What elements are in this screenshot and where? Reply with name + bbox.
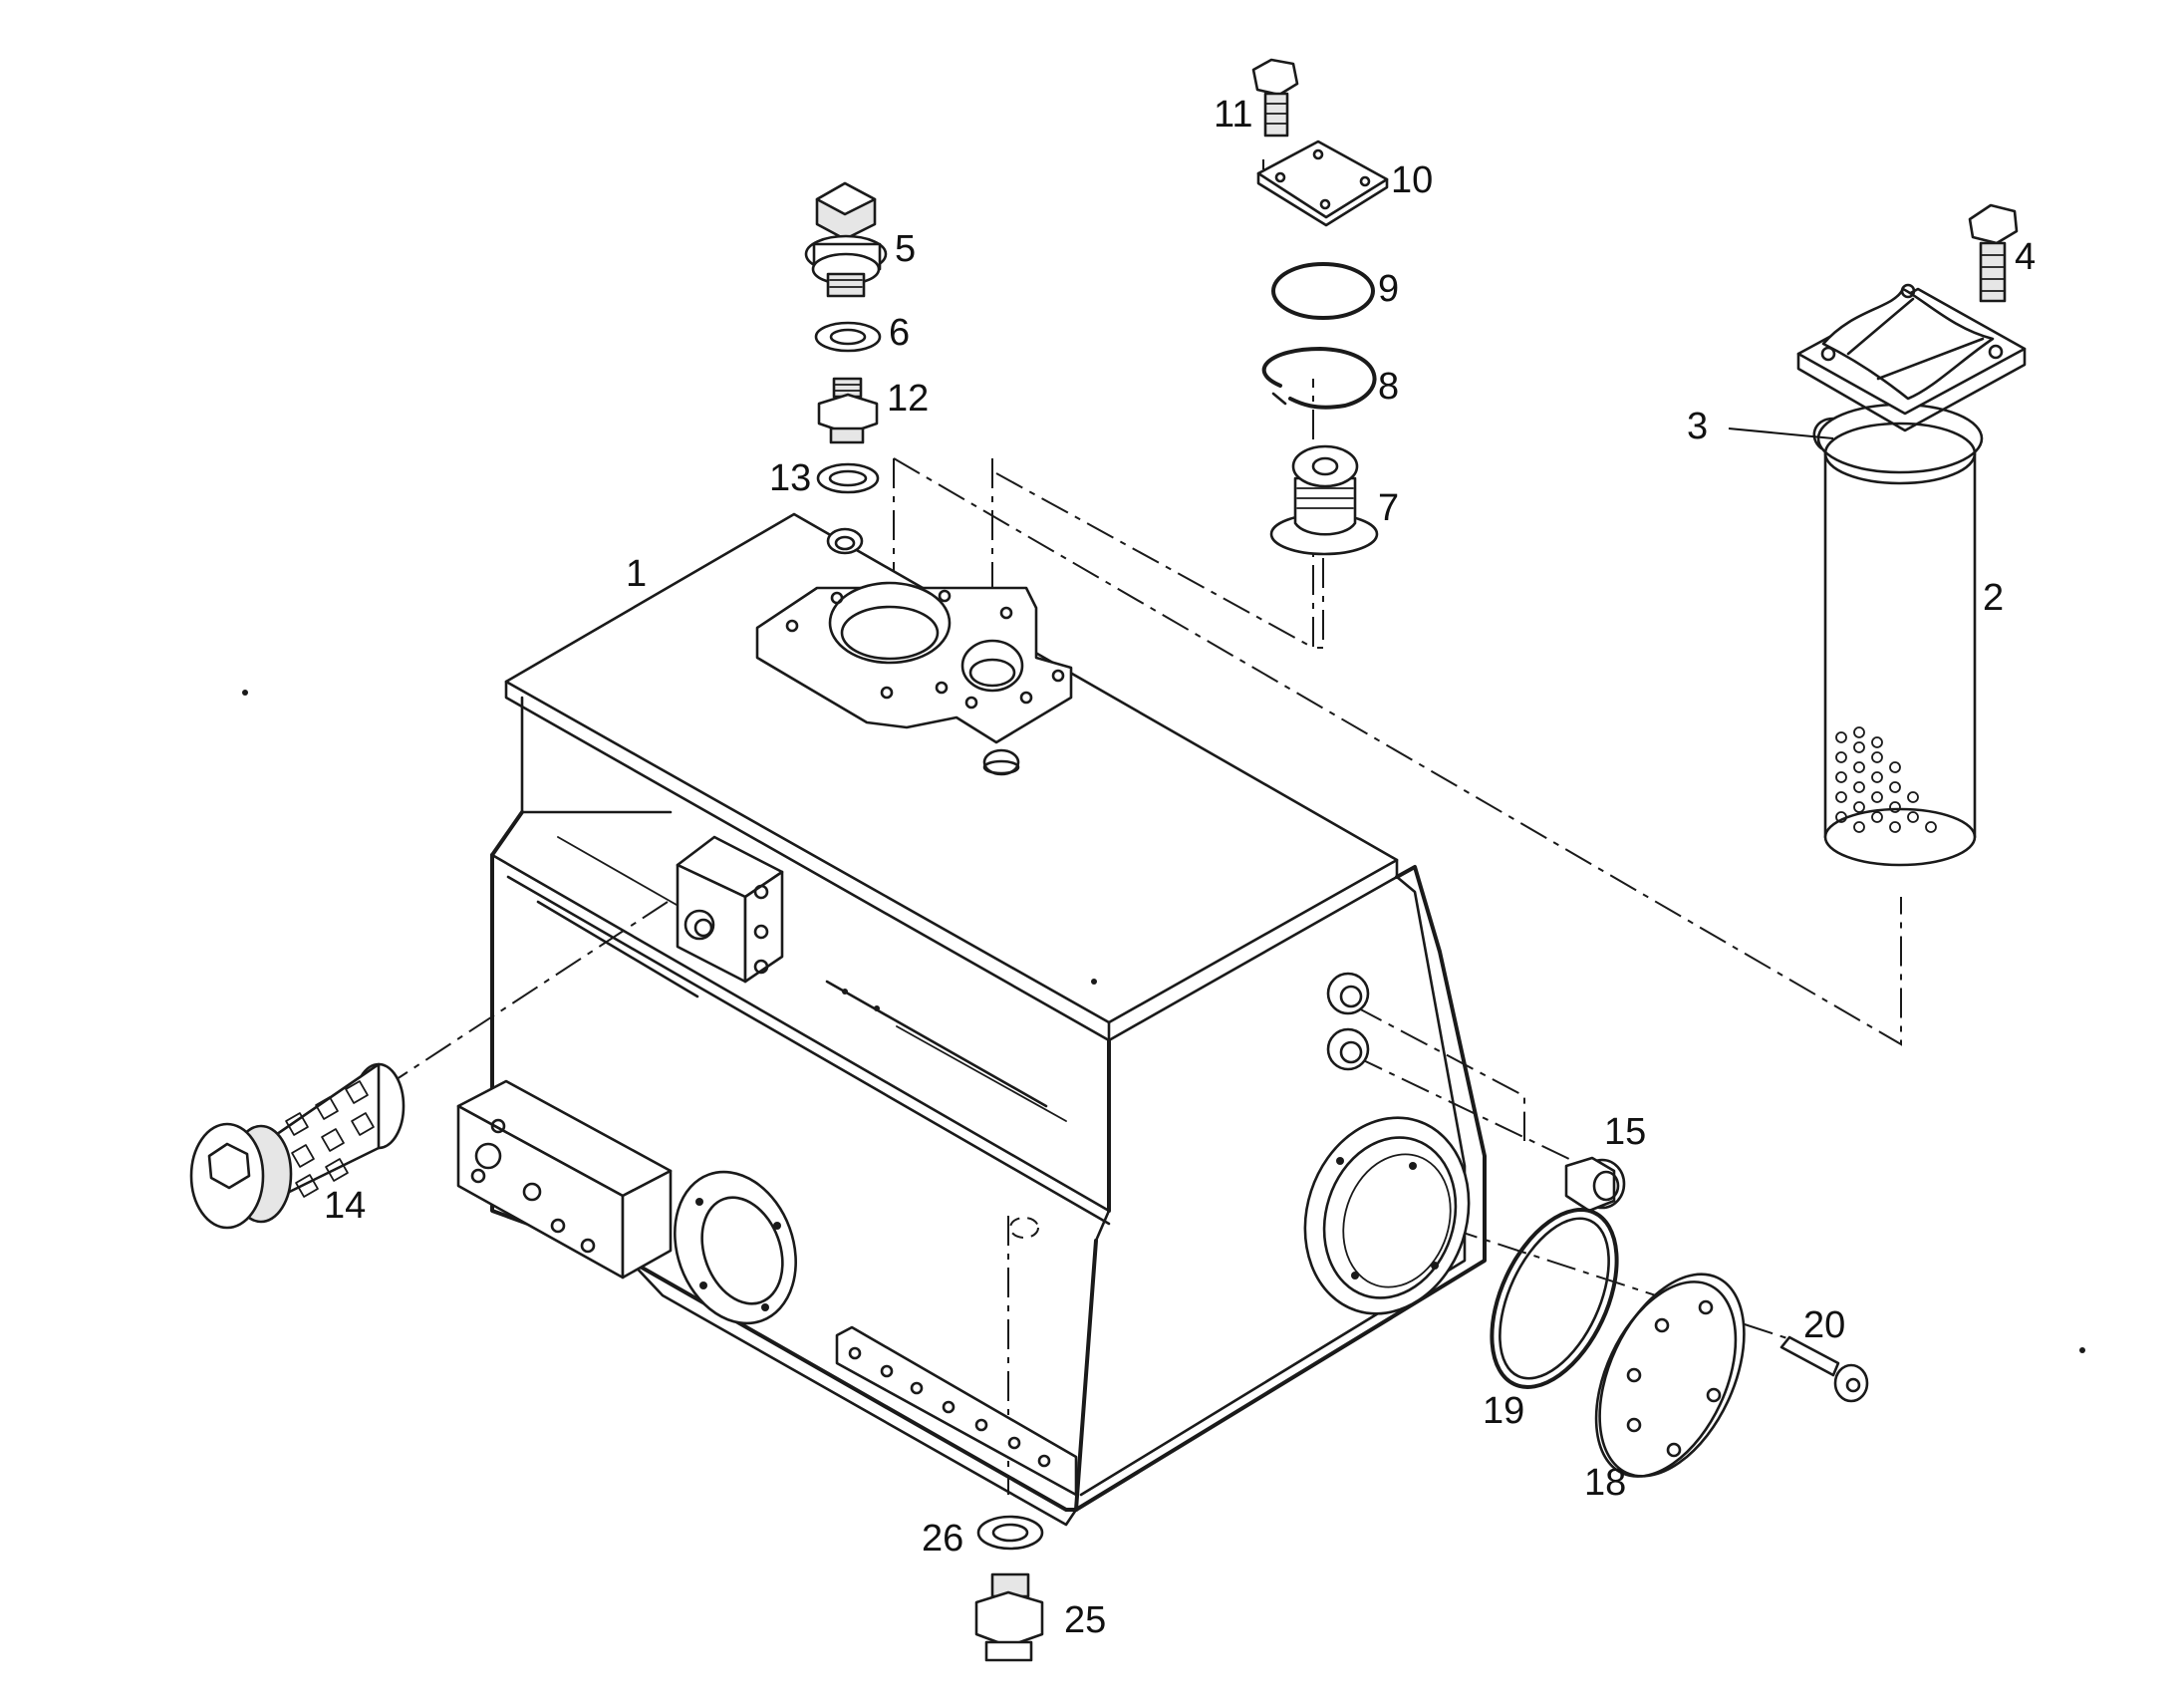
suction-strainer [189, 1062, 406, 1230]
label-part-14: 14 [324, 1185, 366, 1227]
plug-15 [1564, 1156, 1626, 1213]
label-part-1: 1 [626, 553, 647, 595]
filter-element [1796, 203, 2027, 867]
label-part-2: 2 [1983, 577, 2004, 619]
valve-stack [1251, 58, 1389, 649]
label-part-19: 19 [1483, 1390, 1524, 1432]
label-part-12: 12 [887, 378, 929, 420]
label-part-26: 26 [922, 1518, 963, 1560]
label-part-6: 6 [889, 312, 910, 354]
label-part-9: 9 [1378, 268, 1399, 310]
label-part-8: 8 [1378, 366, 1399, 408]
label-part-10: 10 [1391, 159, 1433, 201]
leader-lines [1262, 159, 1834, 439]
drain-plug [974, 1515, 1044, 1662]
tank-body [242, 512, 2085, 1527]
part-labels: 1 2 3 4 5 6 7 8 9 10 11 12 13 14 15 18 1… [324, 94, 2036, 1641]
cover-assembly [1490, 1208, 1869, 1478]
filter-perforations [1835, 726, 1937, 833]
label-part-13: 13 [769, 457, 811, 499]
label-part-25: 25 [1064, 1599, 1106, 1641]
label-part-15: 15 [1604, 1111, 1646, 1153]
top-fitting-stack [804, 181, 888, 494]
label-part-3: 3 [1687, 406, 1708, 447]
label-part-20: 20 [1803, 1304, 1845, 1346]
label-part-11: 11 [1214, 94, 1252, 136]
label-part-4: 4 [2015, 236, 2036, 278]
label-part-7: 7 [1378, 487, 1399, 529]
label-part-18: 18 [1584, 1462, 1626, 1504]
label-part-5: 5 [895, 228, 916, 270]
